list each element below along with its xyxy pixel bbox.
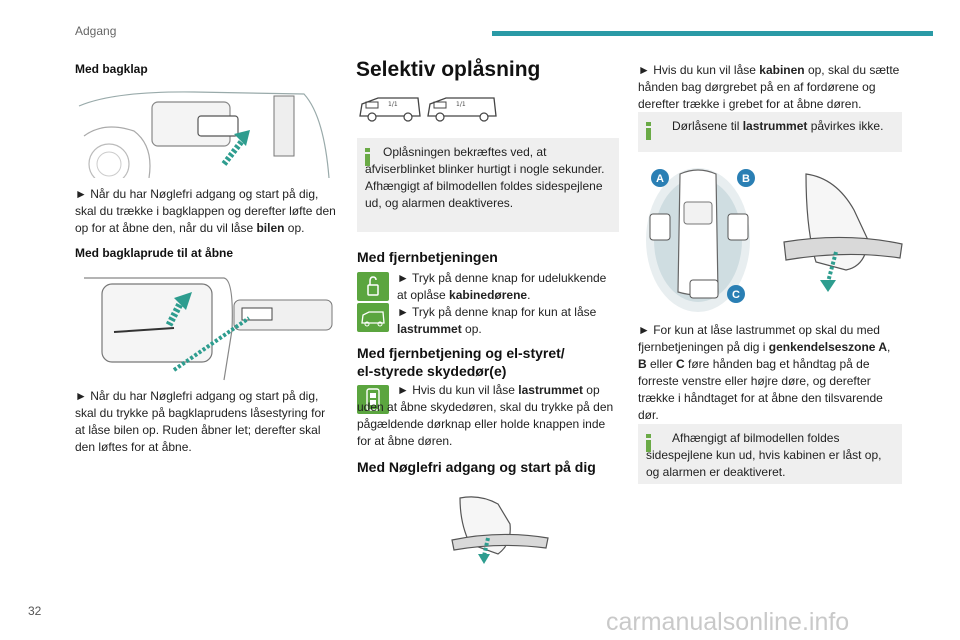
- heading-elstyret-1: Med fjernbetjening og el-styret/: [357, 345, 565, 361]
- paragraph-rear-window: ► Når du har Nøglefri adgang og start på…: [75, 389, 326, 454]
- info-box-confirmation: Oplåsningen bekræftes ved, at afviserbli…: [357, 138, 619, 232]
- heading-med-bagklap: Med bagklap: [75, 62, 148, 76]
- svg-text:1/1: 1/1: [456, 101, 466, 108]
- header-accent-bar: [492, 31, 933, 36]
- watermark: carmanualsonline.info: [606, 608, 850, 636]
- info-text-confirmation: Oplåsningen bekræftes ved, at afviserbli…: [365, 145, 605, 210]
- info-text-mirrors: Afhængigt af bilmodellen foldes sidespej…: [646, 431, 882, 479]
- paragraph-elstyret: ► Hvis du kun vil låse lastrummet op ude…: [357, 383, 614, 448]
- heading-elstyret-2: el-styrede skydedør(e): [357, 363, 507, 379]
- title-selektiv-oplaasning: Selektiv oplåsning: [356, 58, 541, 81]
- section-title: Adgang: [75, 24, 117, 38]
- zone-label-c: C: [732, 289, 740, 301]
- zone-label-a: A: [656, 173, 664, 185]
- rear-window-illustration: [74, 270, 336, 382]
- info-icon: [365, 148, 370, 166]
- info-text-cargo-locks: Dørlåsene til lastrummet påvirkes ikke.: [672, 119, 884, 133]
- hand-pull-illustration: [783, 173, 903, 292]
- paragraph-remote-cargo: ► Tryk på denne knap for kun at låse las…: [397, 305, 597, 336]
- unlock-cargo-icon: [357, 303, 389, 332]
- info-box-cargo-locks: Dørlåsene til lastrummet påvirkes ikke.: [638, 112, 902, 152]
- recognition-zones-illustration: A B C: [646, 168, 755, 312]
- info-icon: [646, 434, 651, 452]
- van-icons-illustration: 1/1 1/1: [359, 97, 497, 122]
- tailgate-illustration: [74, 86, 336, 178]
- zone-label-b: B: [742, 173, 750, 185]
- page-number: 32: [28, 604, 42, 618]
- heading-noeglefri: Med Nøglefri adgang og start på dig: [357, 459, 596, 475]
- sliding-door-button-icon: [357, 385, 389, 414]
- heading-fjernbetjeningen: Med fjernbetjeningen: [357, 249, 498, 265]
- svg-text:1/1: 1/1: [388, 101, 398, 108]
- paragraph-remote-cabin: ► Tryk på denne knap for udelukkende at …: [397, 271, 607, 302]
- info-icon: [646, 122, 651, 140]
- paragraph-cargo-zones: ► For kun at låse lastrummet op skal du …: [638, 323, 891, 422]
- hand-handle-illustration: [451, 496, 549, 564]
- paragraph-cabin-only: ► Hvis du kun vil låse kabinen op, skal …: [638, 63, 900, 111]
- info-box-mirrors: Afhængigt af bilmodellen foldes sidespej…: [638, 424, 902, 484]
- paragraph-tailgate: ► Når du har Nøglefri adgang og start på…: [75, 187, 336, 235]
- heading-bagklaprude: Med bagklaprude til at åbne: [75, 246, 234, 260]
- unlock-cabin-icon: [357, 272, 389, 301]
